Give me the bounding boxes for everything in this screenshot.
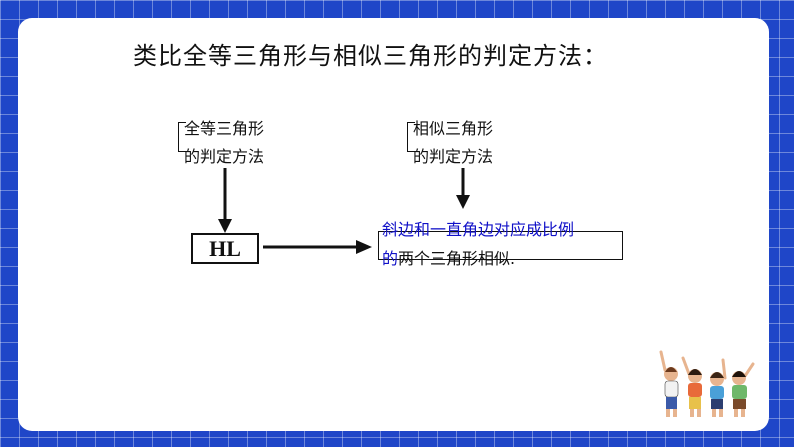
right-label-line1: 相似三角形 [413, 119, 494, 138]
right-arrow [263, 240, 372, 254]
right-label: 相似三角形 的判定方法 [413, 115, 493, 171]
left-label: 全等三角形 的判定方法 [184, 115, 264, 171]
page-title: 类比全等三角形与相似三角形的判定方法： [133, 42, 608, 70]
left-down-arrow [218, 168, 232, 233]
person-4 [732, 362, 755, 417]
left-label-line1: 全等三角形 [184, 119, 265, 138]
right-down-arrow [456, 168, 470, 209]
right-label-bracket [407, 122, 415, 152]
left-label-line2: 的判定方法 [184, 147, 265, 166]
person-3 [710, 358, 727, 417]
result-line1: 斜边和一直角边对应成比例 [382, 220, 575, 239]
hl-box: HL [191, 233, 259, 264]
result-line2-rest: 两个三角形相似. [398, 249, 516, 268]
result-line2-highlight: 的 [382, 249, 399, 268]
right-label-line2: 的判定方法 [413, 147, 494, 166]
people-illustration [659, 350, 755, 417]
left-label-bracket [178, 122, 186, 152]
result-box [378, 231, 623, 260]
result-text: 斜边和一直角边对应成比例 的两个三角形相似. [382, 215, 574, 273]
person-2 [681, 356, 702, 417]
result-line2: 的两个三角形相似. [382, 244, 574, 273]
slide-card [18, 18, 769, 431]
person-1 [659, 350, 679, 417]
